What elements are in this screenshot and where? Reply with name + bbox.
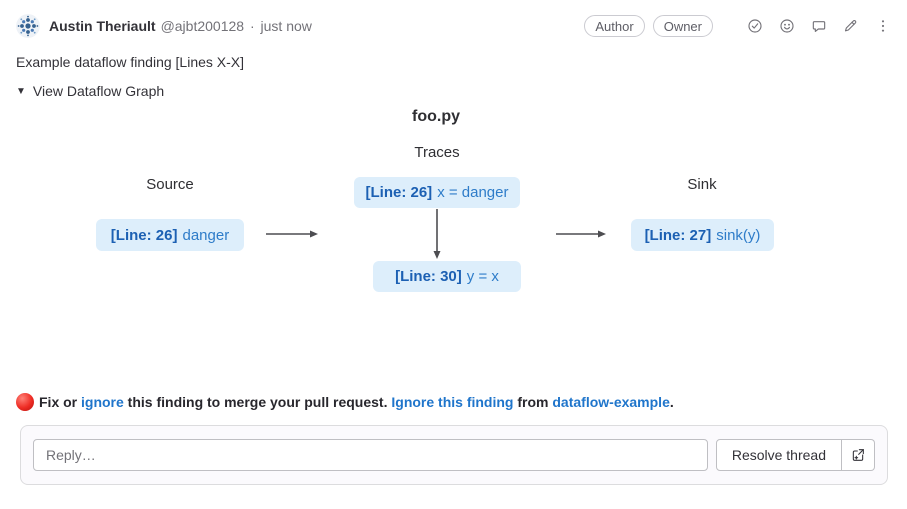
header-actions: [731, 18, 891, 34]
node-line-label: [Line: 27]: [644, 226, 712, 244]
resolve-button-group: Resolve thread: [715, 439, 875, 471]
merge-blocker-alert: Fix or ignore this finding to merge your…: [16, 393, 891, 411]
alert-text-from: from: [513, 394, 553, 410]
node-code: danger: [182, 226, 230, 244]
dataflow-graph: foo.py Traces Source Sink [Line: 26] dan…: [0, 99, 907, 387]
author-name[interactable]: Austin Theriault: [49, 18, 156, 34]
graph-node-source[interactable]: [Line: 26] danger: [96, 219, 244, 251]
reply-input[interactable]: [33, 439, 708, 471]
ignore-link[interactable]: ignore: [81, 394, 124, 410]
finding-title: Example dataflow finding [Lines X-X]: [16, 54, 245, 70]
ignore-this-finding-link[interactable]: Ignore this finding: [391, 394, 514, 410]
node-line-label: [Line: 26]: [110, 226, 178, 244]
column-label-sink: Sink: [687, 176, 717, 193]
create-issue-button[interactable]: [842, 439, 875, 471]
kebab-menu-icon[interactable]: [875, 18, 891, 34]
resolve-thread-button[interactable]: Resolve thread: [715, 439, 842, 471]
graph-node-sink[interactable]: [Line: 27] sink(y): [631, 219, 774, 251]
red-circle-icon: [16, 393, 34, 411]
smiley-icon[interactable]: [779, 18, 795, 34]
dataflow-graph-toggle[interactable]: ▼ View Dataflow Graph: [16, 83, 891, 99]
author-meta: @ajbt200128 · just now: [161, 18, 312, 34]
timestamp[interactable]: just now: [260, 18, 312, 34]
node-line-label: [Line: 26]: [365, 184, 433, 201]
alert-text-period: .: [669, 394, 674, 410]
graph-node-trace-2[interactable]: [Line: 30] y = x: [373, 261, 521, 292]
comment-icon[interactable]: [811, 18, 827, 34]
graph-node-trace-1[interactable]: [Line: 26] x = danger: [354, 177, 520, 208]
node-line-label: [Line: 30]: [395, 268, 462, 285]
author-handle[interactable]: @ajbt200128: [160, 18, 245, 34]
column-label-source: Source: [146, 176, 194, 193]
ruleset-link[interactable]: dataflow-example: [552, 394, 670, 410]
column-label-traces: Traces: [414, 144, 460, 161]
pencil-icon[interactable]: [843, 18, 859, 34]
graph-file-title: foo.py: [412, 108, 460, 125]
new-issue-icon: [852, 449, 864, 461]
dataflow-graph-toggle-label: View Dataflow Graph: [32, 83, 165, 99]
node-code: sink(y): [716, 226, 761, 244]
meta-separator: ·: [249, 18, 255, 34]
check-circle-icon[interactable]: [747, 18, 763, 34]
chevron-down-icon: ▼: [16, 85, 26, 97]
comment-header: Austin Theriault @ajbt200128 · just now …: [0, 0, 907, 38]
alert-text-prefix: Fix or: [39, 394, 82, 410]
author-badge: Author: [584, 15, 645, 37]
node-code: y = x: [466, 268, 499, 285]
owner-badge: Owner: [652, 15, 713, 37]
node-code: x = danger: [437, 184, 509, 201]
avatar[interactable]: [16, 14, 40, 38]
alert-text: Fix or ignore this finding to merge your…: [39, 394, 674, 410]
reply-form: Resolve thread: [20, 425, 888, 485]
alert-text-middle: this finding to merge your pull request.: [123, 394, 392, 410]
